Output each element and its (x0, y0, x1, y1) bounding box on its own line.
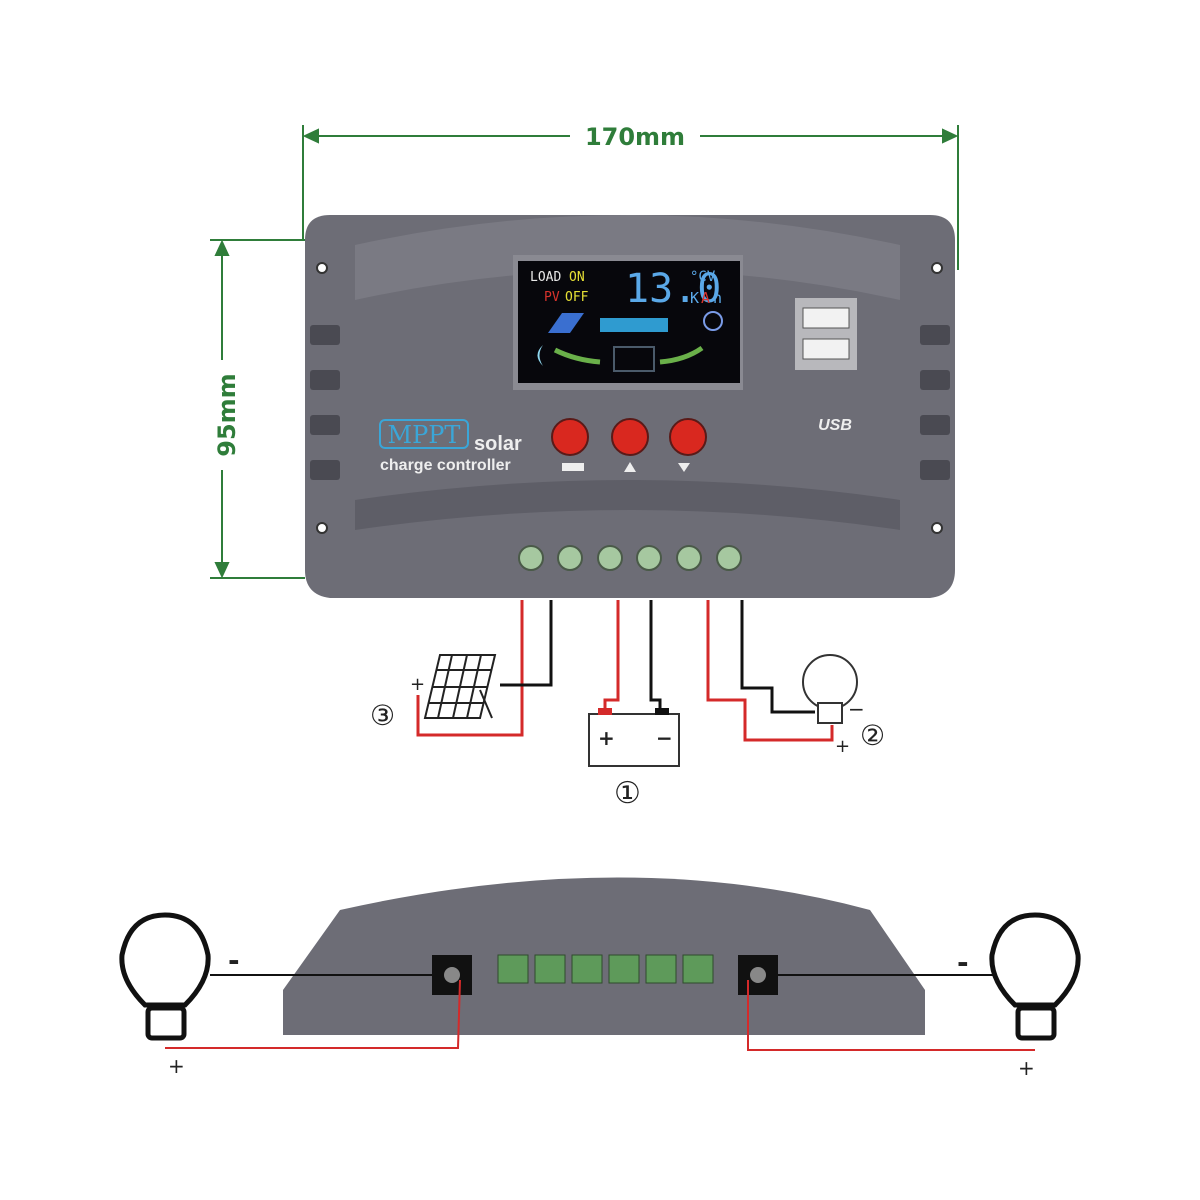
right-bulb-icon (989, 912, 1081, 1041)
height-dimension (210, 239, 305, 579)
left-bulb-icon (119, 912, 211, 1041)
menu-icon (562, 463, 584, 471)
left-minus: - (228, 944, 240, 977)
up-button[interactable] (611, 418, 649, 456)
height-label: 95mm (213, 373, 241, 456)
terminal-screws (518, 545, 742, 571)
unit-k: K (690, 289, 699, 307)
usb-ports[interactable] (795, 298, 857, 370)
bulb-icon (703, 311, 723, 331)
down-arrow-icon (678, 463, 690, 472)
battery-level-icon (600, 318, 668, 332)
mppt-logo: MPPT (388, 421, 461, 449)
right-minus: - (957, 946, 969, 979)
pv-state: OFF (565, 290, 589, 305)
usb-label: USB (818, 417, 852, 434)
side-wiring (165, 974, 1035, 1051)
load-label: LOAD (530, 270, 561, 285)
pv-label: PV (544, 290, 560, 305)
battery-minus: − (656, 726, 673, 750)
menu-button[interactable] (551, 418, 589, 456)
brand-solar: solar (474, 433, 522, 455)
arrow-right-icon (659, 345, 704, 365)
unit-top: °CV (690, 269, 716, 285)
right-plus: + (1018, 1056, 1035, 1080)
arrow-left-icon (553, 347, 601, 365)
left-plus: + (168, 1054, 185, 1078)
solar-panel-icon (548, 313, 584, 333)
lcd-display: LOAD ON PV OFF 13.0 °CV K A h (513, 255, 743, 390)
load-minus: − (848, 697, 865, 721)
controller-side-view (283, 877, 925, 1035)
mppt-logo-box (379, 419, 469, 449)
battery-icon (613, 346, 655, 372)
lcd-reading: 13.0 (625, 266, 721, 312)
unit-h: h (713, 289, 722, 307)
solar-plus: + (410, 674, 425, 695)
up-arrow-icon (624, 462, 636, 472)
solar-panel-icon (423, 654, 497, 719)
load-plus: + (835, 736, 850, 757)
load-number: ② (860, 719, 885, 752)
moon-icon (537, 345, 543, 366)
width-dimension (302, 125, 959, 270)
load-state: ON (569, 270, 585, 285)
wiring (416, 600, 834, 742)
width-label: 170mm (585, 123, 685, 151)
battery-icon (588, 708, 680, 767)
brand-charge-controller: charge controller (380, 457, 511, 474)
down-button[interactable] (669, 418, 707, 456)
unit-a: A (701, 289, 710, 307)
solar-number: ③ (370, 699, 395, 732)
battery-plus: + (598, 726, 615, 750)
load-bulb-icon (802, 654, 858, 724)
battery-number: ① (614, 776, 641, 811)
